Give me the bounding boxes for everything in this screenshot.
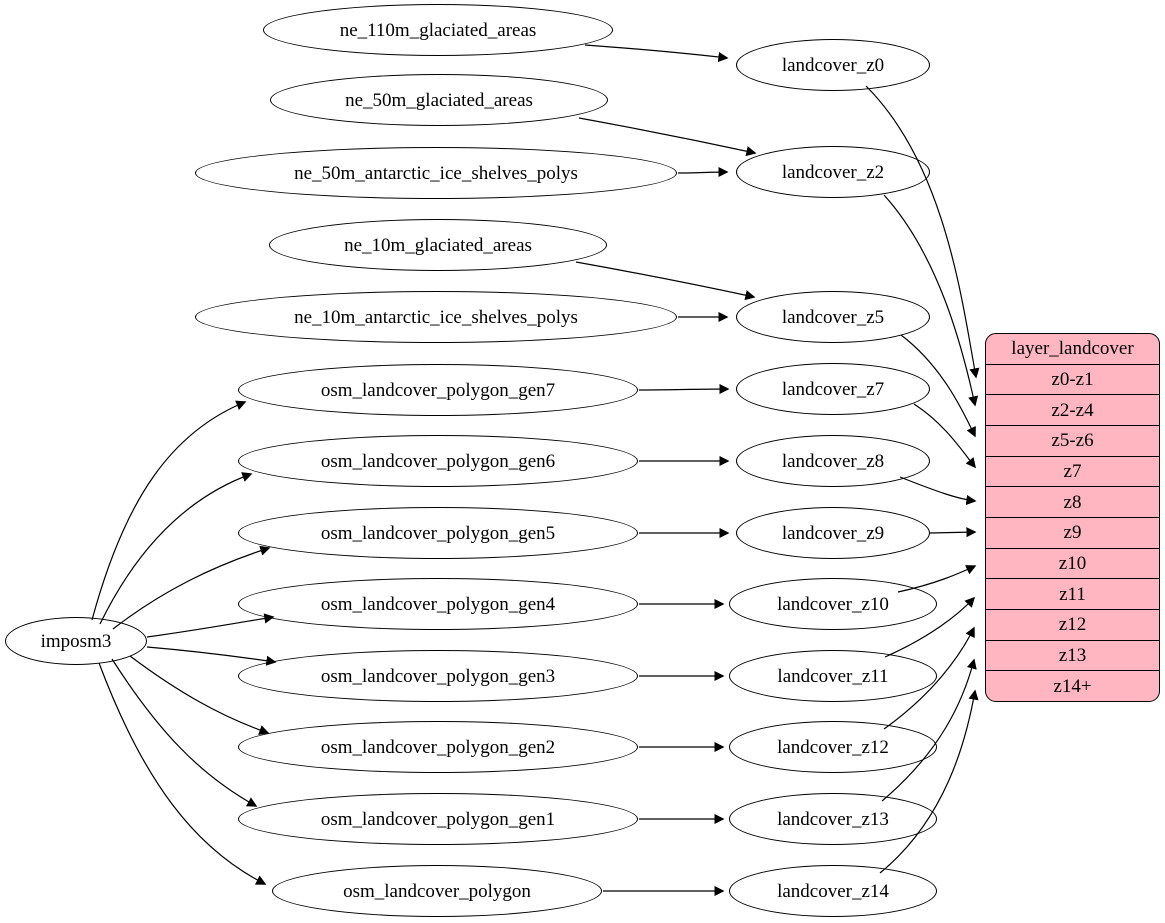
edge-imposm3-to-osm_landcover_polygon_gen5 [112,545,271,630]
node-landcover_z13: landcover_z13 [729,793,937,845]
layer-landcover-row-z10: z10 [986,547,1159,579]
edge-imposm3-to-osm_landcover_polygon_gen6 [99,472,253,625]
edge-landcover_z9-to-row-z9 [929,527,977,538]
node-landcover_z11: landcover_z11 [729,650,937,702]
layer-landcover-row-z7: z7 [986,455,1159,487]
layer-landcover-row-z13: z13 [986,639,1159,671]
layer-landcover-row-z9: z9 [986,517,1159,548]
layer-landcover-row-z0-z1: z0-z1 [986,363,1159,395]
edge-imposm3-to-osm_landcover_polygon [98,662,267,885]
node-osm_landcover_polygon_gen1: osm_landcover_polygon_gen1 [238,793,638,845]
edge-ne_10m_glaciated_areas-to-landcover_z5 [575,261,756,301]
node-osm_landcover_polygon_gen4: osm_landcover_polygon_gen4 [238,578,638,630]
edge-landcover_z14-to-row-z14plus [879,689,979,874]
node-osm_landcover_polygon_gen2: osm_landcover_polygon_gen2 [238,721,638,773]
layer-landcover-row-z12: z12 [986,609,1159,640]
edge-ne_50m_antarctic_ice_shelves_polys-to-landcover_z2 [677,166,729,178]
layer-landcover-row-z5-z6: z5-z6 [986,425,1159,456]
node-osm_landcover_polygon_gen3: osm_landcover_polygon_gen3 [238,650,638,702]
node-ne_110m_glaciated_areas: ne_110m_glaciated_areas [263,4,613,56]
node-landcover_z0: landcover_z0 [736,39,930,91]
node-ne_10m_glaciated_areas: ne_10m_glaciated_areas [269,219,607,271]
node-landcover_z14: landcover_z14 [729,865,937,917]
edge-ne_50m_glaciated_areas-to-landcover_z2 [578,117,757,157]
edge-imposm3-to-osm_landcover_polygon_gen7 [91,400,247,621]
layer-landcover-header: layer_landcover [1011,338,1134,360]
layer-landcover-row-z11: z11 [986,578,1159,609]
node-landcover_z10: landcover_z10 [729,578,937,630]
node-osm_landcover_polygon_gen7: osm_landcover_polygon_gen7 [238,364,638,416]
edge-osm_landcover_polygon_gen7-to-landcover_z7 [638,383,730,395]
node-ne_50m_glaciated_areas: ne_50m_glaciated_areas [270,74,608,126]
node-imposm3: imposm3 [5,617,147,665]
edge-ne_110m_glaciated_areas-to-landcover_z0 [584,44,729,63]
node-ne_50m_antarctic_ice_shelves_polys: ne_50m_antarctic_ice_shelves_polys [195,147,677,199]
edge-landcover_z8-to-row-z8 [899,476,977,506]
node-osm_landcover_polygon: osm_landcover_polygon [272,865,602,917]
layer-landcover-row-z8: z8 [986,486,1159,517]
node-landcover_z12: landcover_z12 [729,721,937,773]
node-landcover_z2: landcover_z2 [736,146,930,198]
node-landcover_z8: landcover_z8 [736,435,930,487]
node-osm_landcover_polygon_gen6: osm_landcover_polygon_gen6 [238,435,638,487]
node-landcover_z9: landcover_z9 [736,507,930,559]
edge-imposm3-to-osm_landcover_polygon_gen3 [146,646,277,666]
node-landcover_z5: landcover_z5 [736,291,930,343]
node-ne_10m_antarctic_ice_shelves_polys: ne_10m_antarctic_ice_shelves_polys [195,291,677,343]
layer-landcover-row-z2-z4: z2-z4 [986,394,1159,425]
layer-landcover-table: layer_landcover z0-z1 z2-z4 z5-z6 z7 z8 … [985,333,1160,702]
node-landcover_z7: landcover_z7 [736,363,930,415]
edge-imposm3-to-osm_landcover_polygon_gen1 [111,658,258,807]
layer-landcover-row-z14plus: z14+ [986,670,1159,701]
node-osm_landcover_polygon_gen5: osm_landcover_polygon_gen5 [238,507,638,559]
edge-imposm3-to-osm_landcover_polygon_gen4 [146,613,275,638]
